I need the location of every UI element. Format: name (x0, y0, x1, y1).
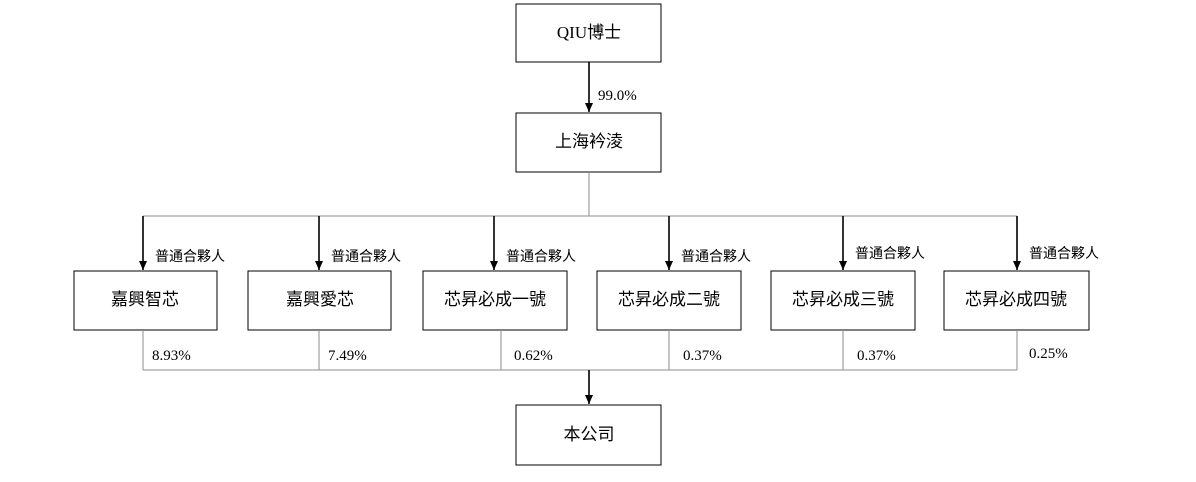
node-partnership-6-label: 芯昇必成四號 (965, 290, 1067, 309)
gp-label-6: 普通合夥人 (1029, 246, 1099, 262)
edge-qiu-to-shanghai-label: 99.0% (598, 88, 637, 104)
node-dr-qiu-box (515, 3, 662, 63)
node-partnership-4-label: 芯昇必成二號 (618, 290, 720, 309)
node-partnership-2: 嘉興愛芯 (247, 270, 392, 331)
node-company-label: 本公司 (564, 425, 615, 444)
node-partnership-5-box (770, 270, 916, 331)
stake-label-2: 7.49% (328, 348, 367, 364)
node-partnership-1: 嘉興智芯 (73, 270, 218, 331)
gp-label-1: 普通合夥人 (155, 249, 225, 265)
node-partnership-3-box (422, 270, 568, 331)
node-partnership-5: 芯昇必成三號 (770, 270, 916, 331)
stake-label-3: 0.62% (514, 348, 553, 364)
node-partnership-2-label: 嘉興愛芯 (286, 290, 354, 309)
node-partnership-1-label: 嘉興智芯 (111, 290, 179, 309)
node-partnership-1-box (73, 270, 218, 331)
gp-label-5: 普通合夥人 (855, 246, 925, 262)
node-partnership-6: 芯昇必成四號 (943, 270, 1090, 331)
node-partnership-2-box (247, 270, 392, 331)
node-partnership-6-box (943, 270, 1090, 331)
node-partnership-3-label: 芯昇必成一號 (444, 290, 546, 309)
node-company-box (515, 404, 662, 466)
node-partnership-4: 芯昇必成二號 (596, 270, 742, 331)
gp-label-3: 普通合夥人 (506, 249, 576, 265)
stake-label-1: 8.93% (152, 348, 191, 364)
node-partnership-4-box (596, 270, 742, 331)
node-dr-qiu: QIU博士 (515, 3, 662, 63)
node-company: 本公司 (515, 404, 662, 466)
node-dr-qiu-label: QIU博士 (557, 23, 621, 42)
node-shanghai-lingling-box (515, 112, 662, 173)
node-shanghai-lingling-label: 上海衿淩 (555, 132, 623, 151)
stake-label-5: 0.37% (857, 348, 896, 364)
gp-label-2: 普通合夥人 (331, 249, 401, 265)
node-partnership-5-label: 芯昇必成三號 (792, 290, 894, 309)
stake-label-6: 0.25% (1029, 346, 1068, 362)
stake-label-4: 0.37% (683, 348, 722, 364)
gp-label-4: 普通合夥人 (681, 249, 751, 265)
node-partnership-3: 芯昇必成一號 (422, 270, 568, 331)
node-shanghai-lingling: 上海衿淩 (515, 112, 662, 173)
